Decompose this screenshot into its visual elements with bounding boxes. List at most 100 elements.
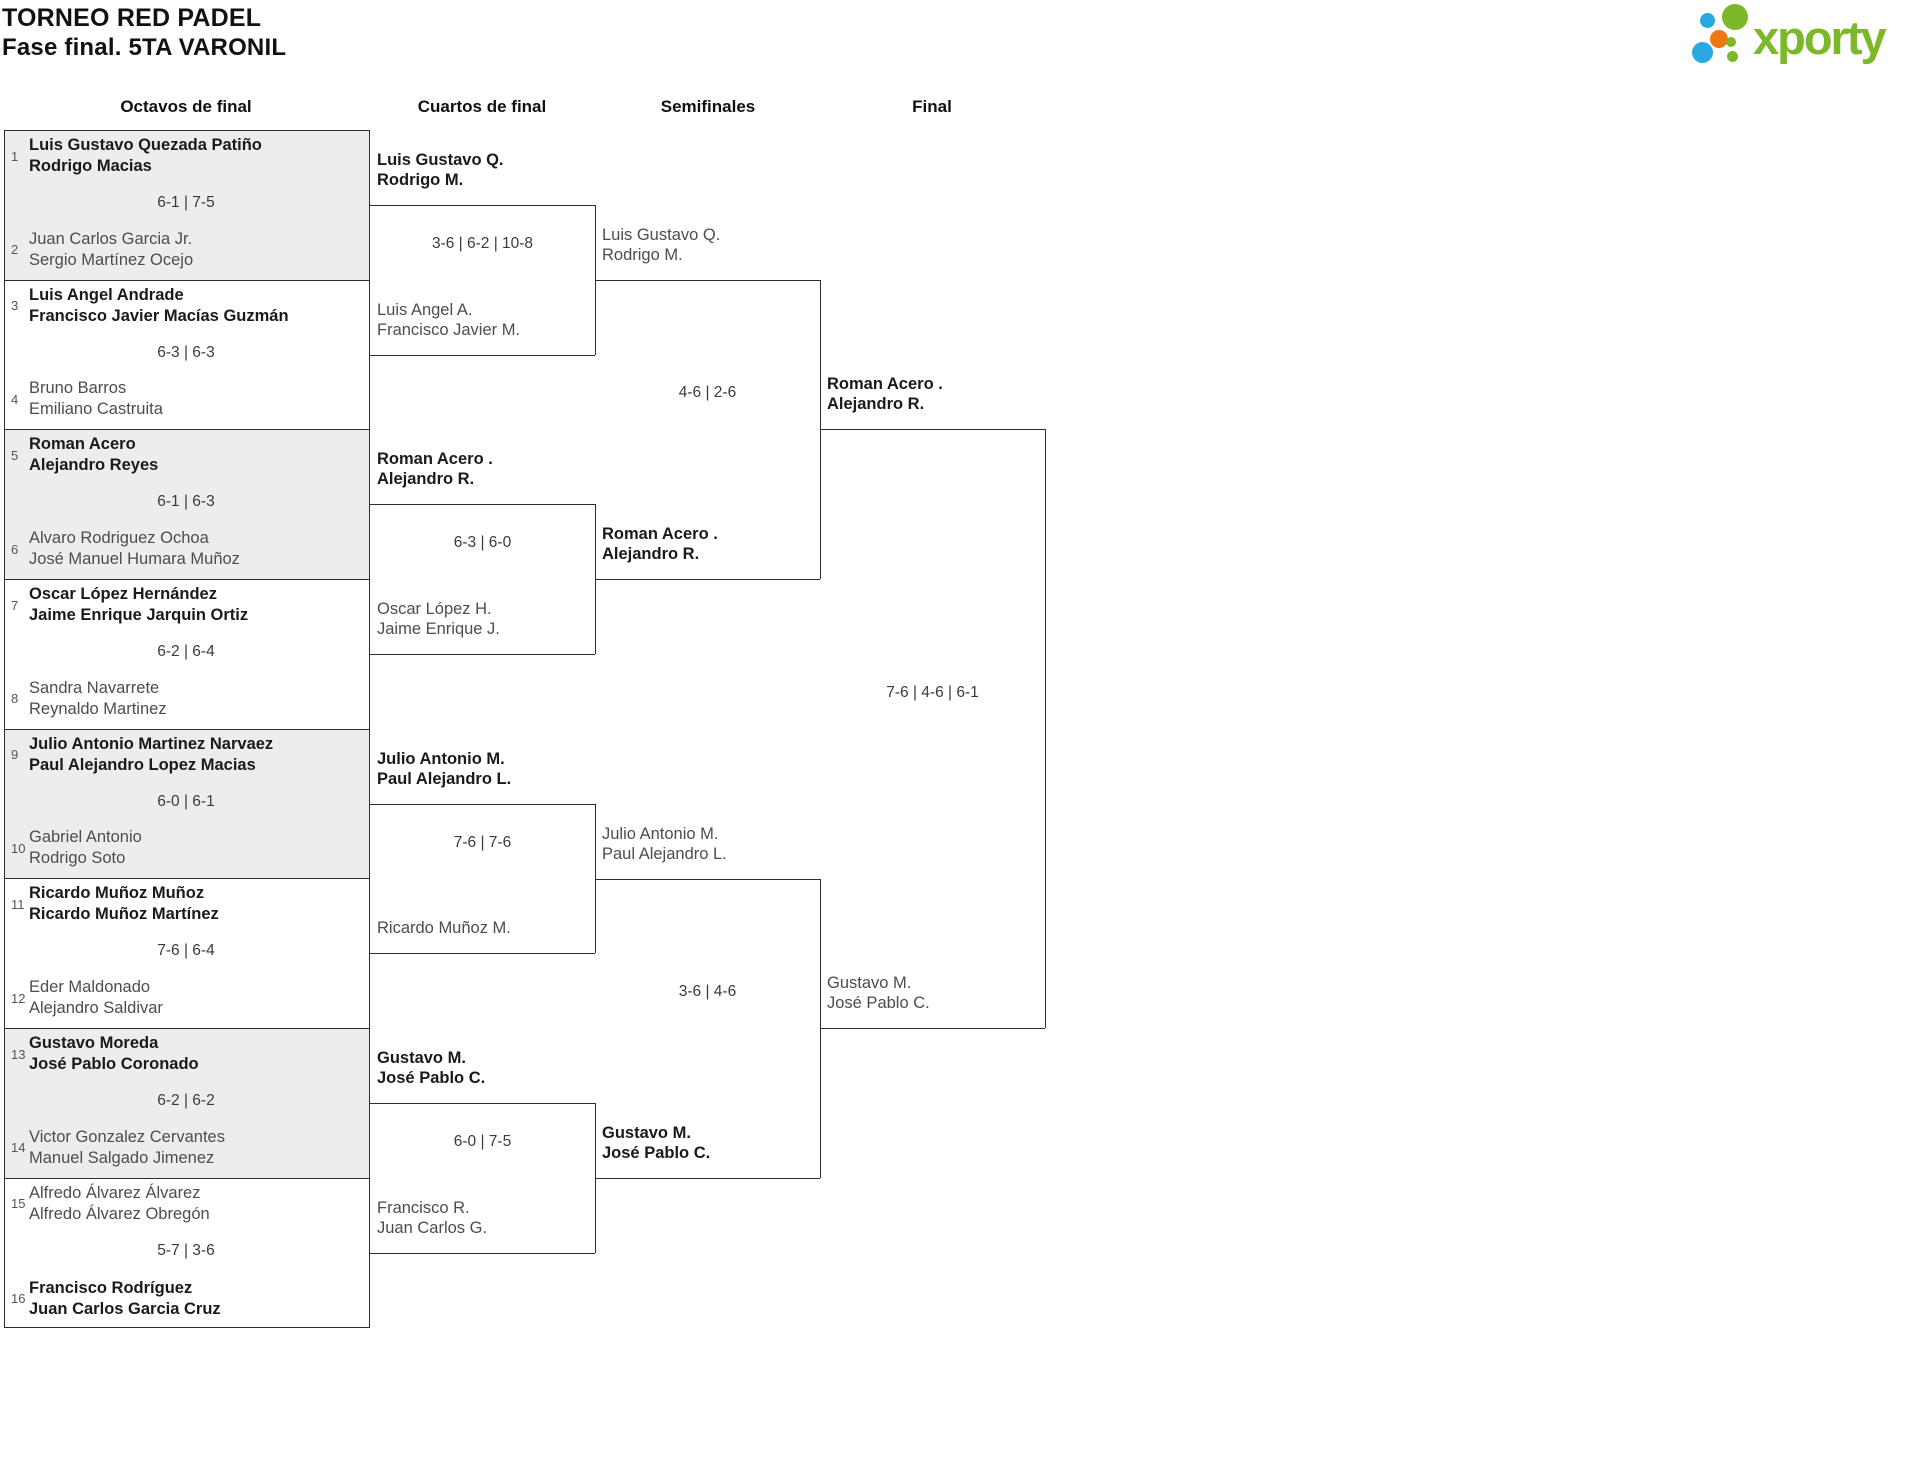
semifinal-line-top — [595, 279, 820, 281]
cuartos-line-top — [370, 1103, 595, 1105]
semifinal-score: 3-6 | 4-6 — [678, 983, 737, 1001]
seed-number: 5 — [11, 447, 19, 463]
semifinal-score: 4-6 | 2-6 — [678, 384, 737, 402]
match-score: 6-3 | 6-3 — [157, 343, 215, 361]
seed-number: 14 — [11, 1140, 26, 1156]
semifinal-team: Luis Gustavo Q.Rodrigo M. — [602, 225, 721, 264]
cuartos-line-bottom — [370, 653, 595, 655]
cuartos-team: Luis Gustavo Q.Rodrigo M. — [377, 150, 504, 189]
cuartos-team: Luis Angel A.Francisco Javier M. — [377, 300, 521, 339]
cuartos-line-top — [370, 504, 595, 506]
final-team: Roman Acero .Alejandro R. — [827, 375, 943, 414]
match-score: 6-2 | 6-2 — [157, 1091, 215, 1109]
logo-dot-icon — [1700, 13, 1715, 28]
seed-number: 1 — [11, 148, 19, 164]
match-score: 6-2 | 6-4 — [157, 642, 215, 660]
match-score: 7-6 | 6-4 — [157, 942, 215, 960]
final-line-top — [820, 429, 1045, 431]
match-score: 6-1 | 6-3 — [157, 493, 215, 511]
team-row: 2 Juan Carlos Garcia Jr.Sergio Martínez O… — [11, 229, 361, 271]
match-score: 6-1 | 7-5 — [157, 193, 215, 211]
round-header-octavos: Octavos de final — [120, 97, 252, 116]
cuartos-line-top — [370, 204, 595, 206]
cuartos-score: 6-0 | 7-5 — [453, 1132, 512, 1150]
logo-dot-icon — [1726, 37, 1736, 47]
cuartos-line-bottom — [370, 354, 595, 356]
cuartos-team: Ricardo Muñoz M. — [377, 919, 511, 938]
logo-dot-icon — [1692, 42, 1713, 63]
semifinal-team: Gustavo M.José Pablo C. — [602, 1123, 711, 1162]
round-header-final: Final — [912, 97, 952, 116]
semifinal-team: Roman Acero .Alejandro R. — [602, 525, 718, 564]
seed-number: 8 — [11, 691, 19, 707]
seed-number: 2 — [11, 242, 19, 258]
cuartos-team: Roman Acero .Alejandro R. — [377, 450, 493, 489]
seed-number: 16 — [11, 1291, 26, 1306]
logo-dot-icon — [1722, 4, 1748, 30]
semifinal-line-bottom — [595, 1177, 820, 1179]
seed-number: 7 — [11, 597, 19, 613]
seed-number: 11 — [11, 896, 25, 912]
cuartos-line-top — [370, 803, 595, 805]
final-line-right — [1045, 429, 1046, 1029]
cuartos-score: 3-6 | 6-2 | 10-8 — [431, 234, 534, 252]
seed-number: 9 — [11, 747, 19, 763]
cuartos-team: Gustavo M.José Pablo C. — [377, 1049, 486, 1088]
team-names: Juan Carlos Garcia Jr.Sergio Martínez Oc… — [29, 229, 194, 269]
cuartos-team: Francisco R.Juan Carlos G. — [377, 1198, 488, 1237]
cuartos-score: 6-3 | 6-0 — [453, 534, 512, 552]
cuartos-team: Julio Antonio M.Paul Alejandro L. — [377, 749, 512, 788]
match-score: 6-0 | 6-1 — [157, 792, 215, 810]
seed-number: 13 — [11, 1046, 26, 1062]
round-header-cuartos: Cuartos de final — [417, 97, 547, 116]
match-score: 5-7 | 3-6 — [157, 1242, 215, 1260]
cuartos-score: 7-6 | 7-6 — [453, 833, 512, 851]
final-line-bottom — [820, 1028, 1045, 1030]
logo-dot-icon — [1727, 51, 1738, 62]
seed-number: 3 — [11, 298, 19, 314]
tournament-subtitle: Fase final. 5TA VARONIL — [2, 34, 287, 61]
cuartos-line-bottom — [370, 1252, 595, 1254]
tournament-title: TORNEO RED PADEL — [2, 4, 262, 32]
semifinal-line-right — [820, 279, 821, 580]
cuartos-team: Oscar López H.Jaime Enrique J. — [377, 599, 500, 638]
final-score: 7-6 | 4-6 | 6-1 — [886, 683, 979, 701]
cuartos-line-bottom — [370, 953, 595, 955]
seed-number: 12 — [11, 990, 26, 1006]
semifinal-line-bottom — [595, 579, 820, 581]
